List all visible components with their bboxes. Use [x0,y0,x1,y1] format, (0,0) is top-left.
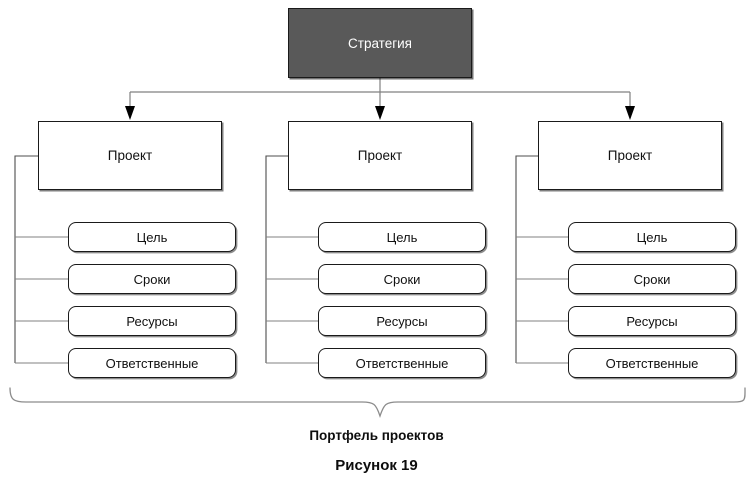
node-project-1-resources-label: Ресурсы [126,313,178,329]
figure-caption: Рисунок 19 [335,457,418,474]
node-project-2-deadlines[interactable]: Сроки [318,264,486,294]
arrowhead-project-1 [125,106,135,120]
node-project-3-goal[interactable]: Цель [568,222,736,252]
node-project-1-responsible[interactable]: Ответственные [68,348,236,378]
node-project-3-resources-label: Ресурсы [626,313,678,329]
connector-spine-column-3 [515,155,538,363]
node-project-2-deadlines-label: Сроки [383,271,421,287]
node-project-2-label: Проект [357,148,403,163]
node-project-1-deadlines[interactable]: Сроки [68,264,236,294]
node-strategy[interactable]: Стратегия [288,8,472,78]
node-project-1-resources[interactable]: Ресурсы [68,306,236,336]
node-project-3-goal-label: Цель [636,229,668,245]
portfolio-label: Портфель проектов [309,428,444,443]
node-project-3-responsible[interactable]: Ответственные [568,348,736,378]
node-project-2[interactable]: Проект [288,121,472,190]
node-project-2-goal-label: Цель [386,229,418,245]
node-project-1-responsible-label: Ответственные [105,355,199,371]
node-project-1-label: Проект [107,148,153,163]
arrowhead-project-3 [625,106,635,120]
node-project-3[interactable]: Проект [538,121,722,190]
node-project-2-resources-label: Ресурсы [376,313,428,329]
node-project-2-goal[interactable]: Цель [318,222,486,252]
portfolio-brace [9,387,746,419]
node-project-3-responsible-label: Ответственные [605,355,699,371]
connector-spine-column-2 [265,155,288,363]
connector-spine-column-1 [14,155,38,363]
node-project-2-responsible[interactable]: Ответственные [318,348,486,378]
node-project-1-goal[interactable]: Цель [68,222,236,252]
node-project-2-responsible-label: Ответственные [355,355,449,371]
node-project-2-resources[interactable]: Ресурсы [318,306,486,336]
arrowhead-project-2 [375,106,385,120]
node-project-1[interactable]: Проект [38,121,222,190]
node-project-3-label: Проект [607,148,653,163]
node-project-1-goal-label: Цель [136,229,168,245]
node-project-3-deadlines[interactable]: Сроки [568,264,736,294]
node-project-3-resources[interactable]: Ресурсы [568,306,736,336]
node-strategy-label: Стратегия [348,35,412,51]
node-project-1-deadlines-label: Сроки [133,271,171,287]
node-project-3-deadlines-label: Сроки [633,271,671,287]
